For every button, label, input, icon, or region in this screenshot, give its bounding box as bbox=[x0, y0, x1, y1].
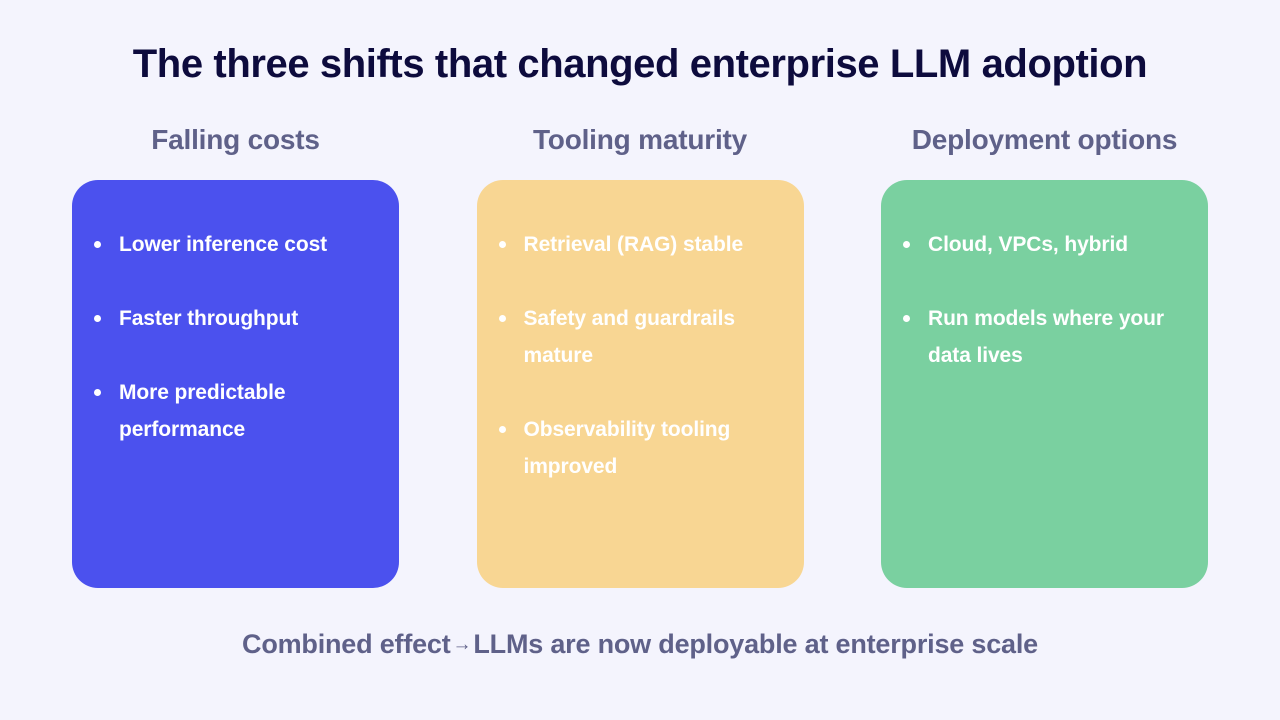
column-heading-deployment-options: Deployment options bbox=[911, 124, 1178, 155]
bullet-dot-icon bbox=[498, 315, 506, 322]
footer-lead: Combined effect bbox=[242, 629, 451, 659]
column-falling-costs: Falling costs Lower inference cost Faste… bbox=[72, 118, 399, 588]
list-item-label: Safety and guardrails mature bbox=[523, 307, 736, 367]
bullet-dot-icon bbox=[94, 389, 101, 396]
list-item-label: Observability tooling improved bbox=[523, 418, 731, 478]
list-item-label: Lower inference cost bbox=[119, 233, 328, 256]
footer-text: LLMs are now deployable at enterprise sc… bbox=[473, 629, 1038, 659]
bullet-list-tooling-maturity: Retrieval (RAG) stable Safety and guardr… bbox=[498, 226, 782, 485]
list-item-label: Retrieval (RAG) stable bbox=[523, 233, 744, 256]
list-item: More predictable performance bbox=[94, 374, 377, 448]
page-title: The three shifts that changed enterprise… bbox=[132, 42, 1148, 86]
bullet-dot-icon bbox=[903, 241, 910, 248]
list-item: Cloud, VPCs, hybrid bbox=[903, 226, 1186, 263]
list-item-label: Run models where your data lives bbox=[928, 307, 1164, 367]
arrow-right-icon: → bbox=[452, 634, 472, 655]
columns-container: Falling costs Lower inference cost Faste… bbox=[72, 118, 1208, 588]
card-deployment-options: Cloud, VPCs, hybrid Run models where you… bbox=[881, 180, 1208, 588]
card-tooling-maturity: Retrieval (RAG) stable Safety and guardr… bbox=[476, 180, 804, 588]
bullet-list-falling-costs: Lower inference cost Faster throughput M… bbox=[94, 226, 377, 448]
bullet-list-deployment-options: Cloud, VPCs, hybrid Run models where you… bbox=[903, 226, 1186, 374]
column-tooling-maturity: Tooling maturity Retrieval (RAG) stable … bbox=[476, 118, 804, 588]
list-item: Run models where your data lives bbox=[903, 300, 1186, 374]
list-item: Lower inference cost bbox=[94, 226, 377, 263]
card-falling-costs: Lower inference cost Faster throughput M… bbox=[72, 180, 399, 588]
bullet-dot-icon bbox=[498, 241, 506, 248]
column-heading-falling-costs: Falling costs bbox=[151, 124, 320, 155]
bullet-dot-icon bbox=[94, 315, 101, 322]
list-item-label: Cloud, VPCs, hybrid bbox=[928, 233, 1128, 256]
list-item: Retrieval (RAG) stable bbox=[498, 226, 782, 263]
list-item-label: Faster throughput bbox=[119, 307, 299, 330]
column-deployment-options: Deployment options Cloud, VPCs, hybrid R… bbox=[881, 118, 1208, 588]
footer-summary: Combined effect→LLMs are now deployable … bbox=[0, 624, 1280, 665]
bullet-dot-icon bbox=[94, 241, 101, 248]
list-item: Faster throughput bbox=[94, 300, 377, 337]
list-item: Safety and guardrails mature bbox=[498, 300, 782, 374]
bullet-dot-icon bbox=[498, 426, 506, 433]
list-item: Observability tooling improved bbox=[498, 411, 782, 485]
column-heading-tooling-maturity: Tooling maturity bbox=[532, 124, 748, 155]
list-item-label: More predictable performance bbox=[119, 381, 286, 441]
bullet-dot-icon bbox=[903, 315, 910, 322]
